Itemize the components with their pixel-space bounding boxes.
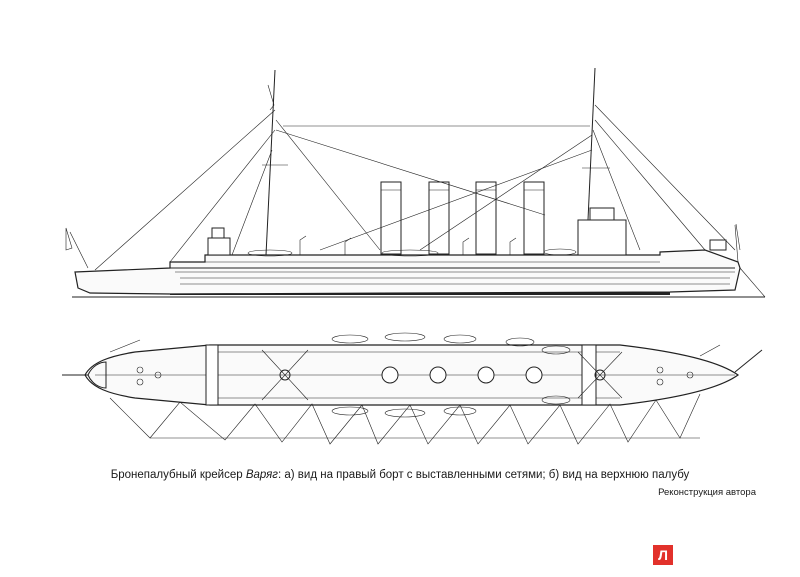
deck-boat xyxy=(443,406,477,416)
funnel-top xyxy=(381,366,399,384)
deck-boat xyxy=(331,334,369,344)
boat-cranes xyxy=(261,349,309,401)
gun-mount xyxy=(656,366,664,374)
fore-bridge-plan xyxy=(581,344,597,406)
jack-staff xyxy=(735,223,741,251)
funnel-3 xyxy=(475,181,497,255)
figure-caption: Бронепалубный крейсер Варяг: а) вид на п… xyxy=(0,469,800,481)
publisher-logo: Л xyxy=(653,545,673,565)
caption-prefix: Бронепалубный крейсер xyxy=(110,469,246,481)
bowsprit xyxy=(734,349,763,373)
side-view xyxy=(65,67,766,298)
deck-boat xyxy=(541,395,571,405)
funnel-top xyxy=(525,366,543,384)
funnel-4 xyxy=(523,181,545,255)
funnel-1 xyxy=(380,181,402,255)
deck-boat xyxy=(505,337,535,347)
boat xyxy=(543,248,577,256)
fore-mast xyxy=(587,67,596,221)
ventilator xyxy=(299,235,307,255)
funnels xyxy=(380,181,545,255)
author-credit: Реконструкция автора xyxy=(658,487,756,498)
funnel-top xyxy=(477,366,495,384)
deck-boat xyxy=(331,406,369,416)
main-mast-plan xyxy=(279,369,291,381)
stern-flag xyxy=(65,227,73,251)
fore-bridge-top xyxy=(589,207,615,221)
bow-stem xyxy=(739,267,766,298)
boat-cranes xyxy=(577,351,623,399)
deck-boat xyxy=(443,334,477,344)
ventilator xyxy=(462,237,470,255)
aft-rangefinder xyxy=(211,227,225,239)
deck-boat xyxy=(541,345,571,355)
deck-plan xyxy=(62,332,763,445)
ventilator xyxy=(509,237,517,255)
fore-bridge xyxy=(577,219,627,256)
anchor-gear xyxy=(709,239,727,251)
deck-edges xyxy=(210,351,620,399)
gun-mount xyxy=(136,378,144,386)
net-booms-plan xyxy=(109,393,701,445)
rigging xyxy=(69,104,739,271)
pennant xyxy=(267,84,275,111)
gun-mount xyxy=(656,378,664,386)
main-mast xyxy=(265,69,276,256)
stern-cap xyxy=(87,361,107,389)
gun-mount xyxy=(154,371,162,379)
gun-mount xyxy=(136,366,144,374)
aft-bridge-plan xyxy=(205,344,219,406)
net-booms xyxy=(175,271,735,285)
aft-bridge xyxy=(207,237,231,256)
boat xyxy=(247,249,293,257)
deck-boat xyxy=(384,332,426,342)
funnel-2 xyxy=(428,181,450,255)
funnel-top xyxy=(429,366,447,384)
gun-mount xyxy=(686,371,694,379)
deck-boat xyxy=(384,408,426,418)
boat xyxy=(381,249,439,257)
fore-mast-plan xyxy=(594,369,606,381)
caption-suffix: : а) вид на правый борт с выставленными … xyxy=(277,469,690,481)
caption-ship-name: Варяг xyxy=(245,469,278,481)
boom-tips xyxy=(109,339,721,357)
